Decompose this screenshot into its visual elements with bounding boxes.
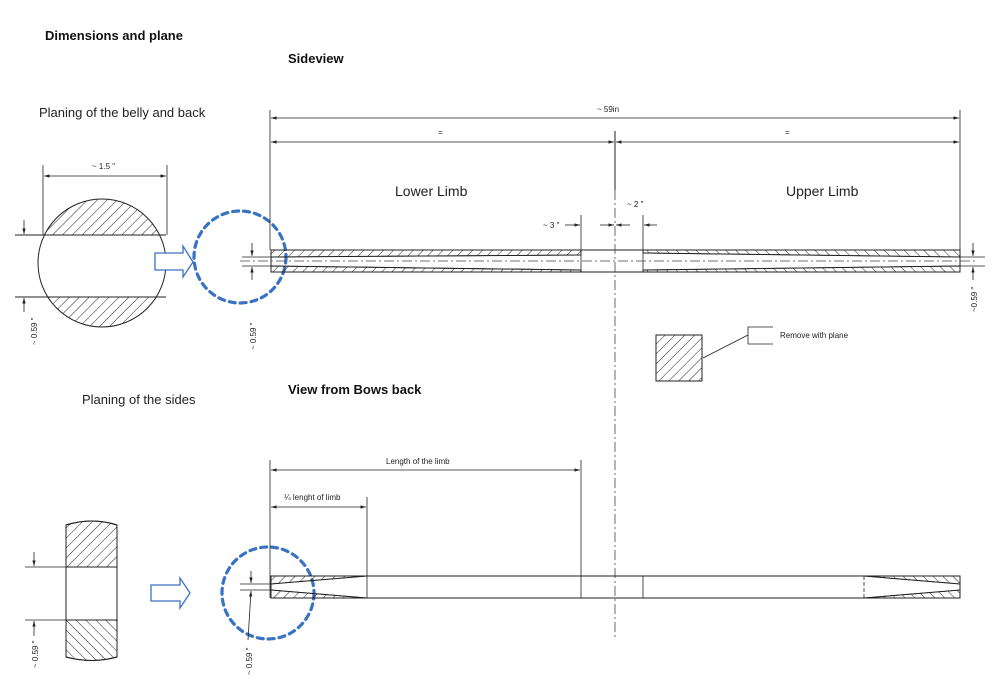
side-cross-section: ~ 0.59 "	[25, 520, 118, 668]
circle-thickness-label: ~ 0.59 "	[30, 317, 39, 345]
sideview-drawing: ~ 59in = = Lower Limb Upper Limb ~ 3 " ~…	[240, 105, 985, 350]
stave-width-label: ~ 1.5 "	[92, 162, 115, 171]
legend: Remove with plane	[655, 326, 849, 382]
round-stave-cross-section: ~ 1.5 " ~ 0.59 "	[15, 162, 168, 345]
side-tip-width-label: ~ 0.59 "	[245, 647, 254, 675]
belly-back-heading: Planing of the belly and back	[39, 105, 206, 120]
tip-thickness-right-label: ~0.59 "	[970, 287, 979, 312]
lower-limb-label: Lower Limb	[395, 183, 468, 199]
side-core-width-label: ~ 0.59 "	[31, 640, 40, 668]
arrow-right-icon-bottom	[150, 575, 191, 611]
legend-remove-label: Remove with plane	[780, 331, 849, 340]
main-title: Dimensions and plane	[45, 28, 183, 43]
grip-upper-label: ~ 2 "	[627, 200, 644, 209]
upper-half-label: =	[785, 128, 790, 137]
backview-title: View from Bows back	[288, 382, 422, 397]
detail-circle-bottom	[220, 545, 316, 641]
backview-outline	[270, 575, 961, 599]
arrow-right-icon	[154, 243, 194, 280]
limb-length-label: Length of the limb	[386, 457, 450, 466]
upper-limb-label: Upper Limb	[786, 183, 859, 199]
total-length-label: ~ 59in	[597, 105, 619, 114]
lower-half-label: =	[438, 128, 443, 137]
legend-hatch-swatch	[655, 334, 703, 382]
sideview-title: Sideview	[288, 51, 345, 66]
sides-heading: Planing of the sides	[82, 392, 196, 407]
backview-drawing: Length of the limb ¼ lenght of limb ~ 0.…	[240, 457, 961, 675]
grip-lower-label: ~ 3 "	[543, 221, 560, 230]
quarter-limb-label: ¼ lenght of limb	[284, 493, 341, 502]
side-thickness-left-label: ~ 0.59 "	[249, 322, 258, 350]
